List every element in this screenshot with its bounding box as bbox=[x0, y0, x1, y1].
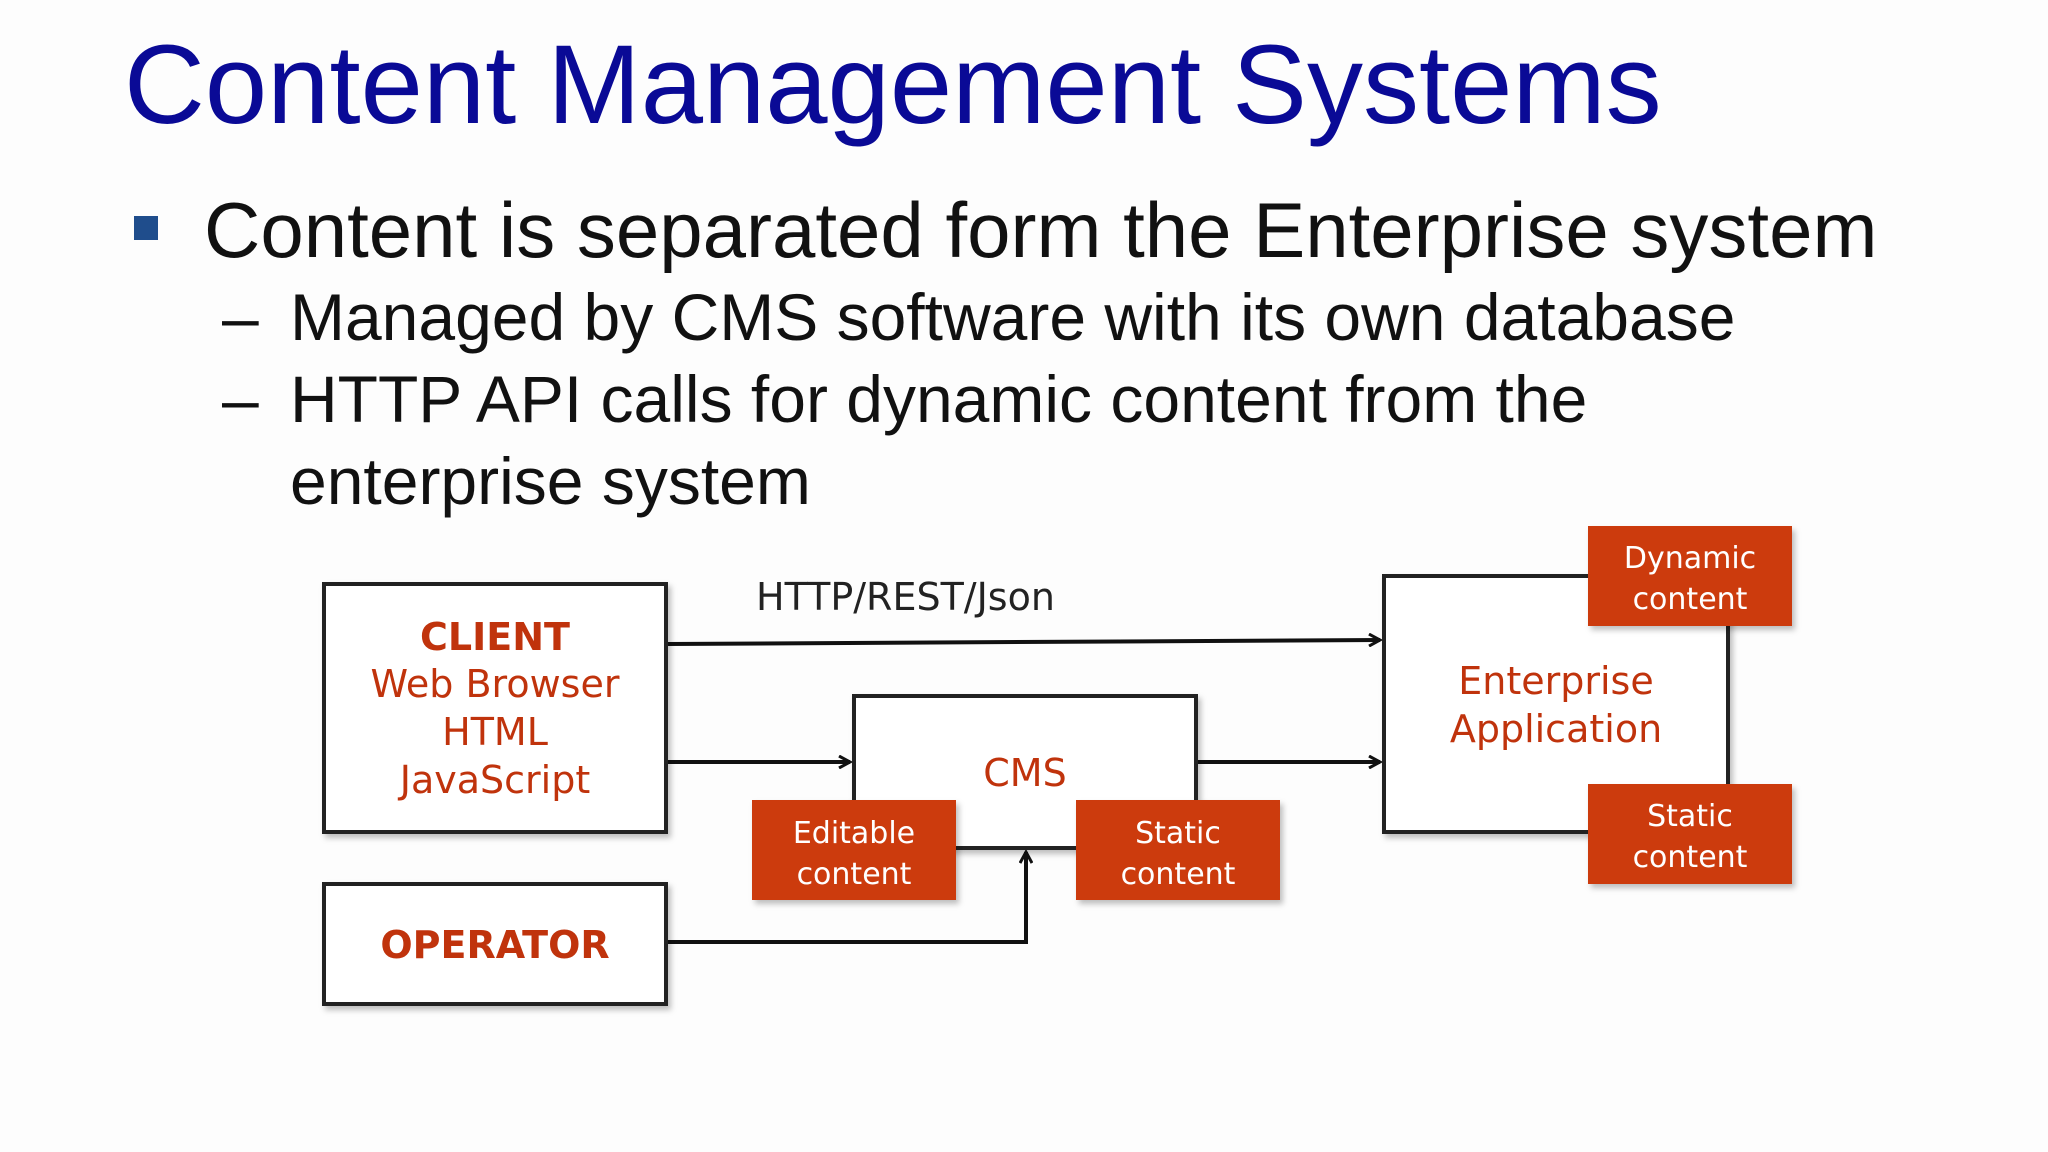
operator-box: OPERATOR bbox=[322, 882, 668, 1006]
client-line: JavaScript bbox=[398, 758, 590, 802]
tag-line: content bbox=[1633, 582, 1748, 617]
tag-line: Dynamic bbox=[1624, 541, 1756, 576]
enterprise-line: Application bbox=[1450, 707, 1662, 751]
connection-label: HTTP/REST/Json bbox=[756, 575, 1055, 619]
operator-label: OPERATOR bbox=[380, 923, 609, 967]
client-line: Web Browser bbox=[371, 662, 620, 706]
cms-static-content-tag: Static content bbox=[1076, 800, 1280, 900]
editable-content-tag: Editable content bbox=[752, 800, 956, 900]
tag-line: Editable bbox=[793, 816, 915, 851]
sub-bullet-2-line-1: HTTP API calls for dynamic content from … bbox=[290, 362, 1588, 436]
sub-bullet-dash: – bbox=[222, 280, 259, 354]
tag-line: content bbox=[797, 857, 912, 892]
tag-line: content bbox=[1121, 857, 1236, 892]
client-line: HTML bbox=[442, 710, 548, 754]
cms-label: CMS bbox=[983, 751, 1066, 795]
client-heading: CLIENT bbox=[420, 615, 570, 659]
tag-line: Static bbox=[1647, 799, 1733, 834]
tag-line: Static bbox=[1135, 816, 1221, 851]
bullet-main: Content is separated form the Enterprise… bbox=[204, 186, 1878, 274]
client-box: CLIENT Web Browser HTML JavaScript bbox=[322, 582, 668, 834]
dynamic-content-tag: Dynamic content bbox=[1588, 526, 1792, 626]
tag-line: content bbox=[1633, 840, 1748, 875]
bullet-square-icon bbox=[134, 216, 158, 240]
client-to-enterprise-arrow bbox=[667, 640, 1380, 644]
enterprise-line: Enterprise bbox=[1458, 659, 1653, 703]
sub-bullet-1: Managed by CMS software with its own dat… bbox=[290, 280, 1736, 354]
enterprise-static-content-tag: Static content bbox=[1588, 784, 1792, 884]
sub-bullet-dash: – bbox=[222, 362, 259, 436]
slide-title: Content Management Systems bbox=[124, 22, 1662, 147]
operator-to-cms-arrow bbox=[668, 852, 1026, 944]
sub-bullet-2-line-2: enterprise system bbox=[290, 444, 811, 518]
